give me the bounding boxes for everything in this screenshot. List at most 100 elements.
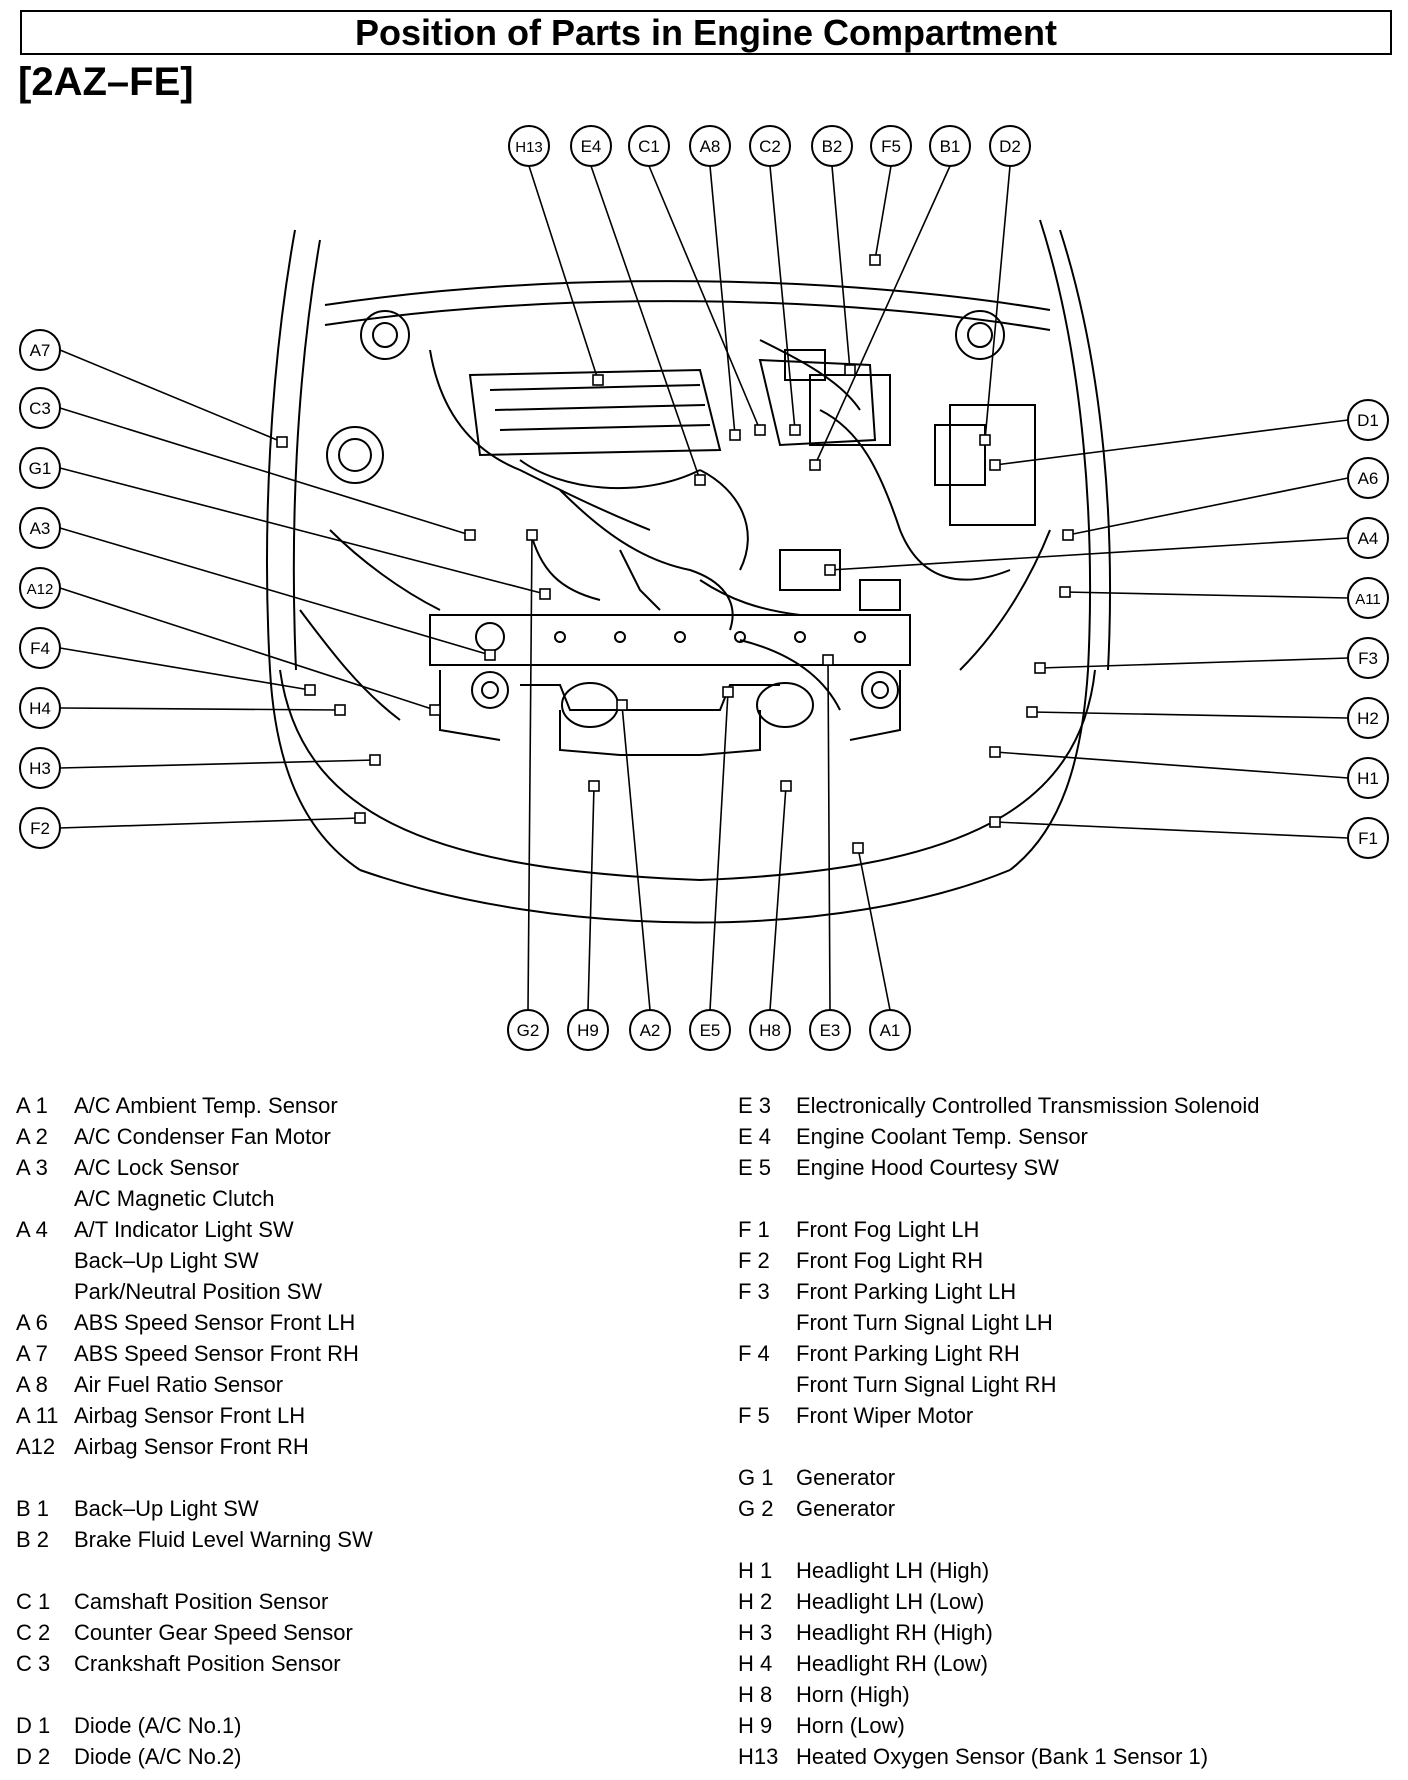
callout-a6: A6 [1347, 457, 1389, 499]
legend-description: Front Parking Light LH [796, 1279, 1017, 1304]
callout-label: D1 [1357, 411, 1379, 430]
legend-description: Front Fog Light LH [796, 1217, 980, 1242]
legend-description: Front Fog Light RH [796, 1248, 984, 1273]
callout-circle [749, 125, 791, 167]
legend-item: D 1 Diode (A/C No.1) [16, 1710, 706, 1741]
callout-f4: F4 [19, 627, 61, 669]
callout-label: E5 [700, 1021, 721, 1040]
legend-description: Diode (A/C No.1) [74, 1713, 242, 1738]
leader-line [709, 165, 736, 436]
legend-code: H 8 [738, 1682, 773, 1707]
callout-a2: A2 [629, 1009, 671, 1051]
leader-line [1039, 657, 1349, 669]
legend-code: A12 [16, 1434, 56, 1459]
connector-marker [979, 434, 991, 446]
callout-label: E3 [820, 1021, 841, 1040]
connector-marker [989, 816, 1001, 828]
connector-marker [616, 699, 628, 711]
leader-line [59, 707, 341, 711]
callout-b1: B1 [929, 125, 971, 167]
connector-marker [354, 812, 366, 824]
connector-marker [729, 429, 741, 441]
legend-code: H 2 [738, 1589, 773, 1614]
callout-h13: H13 [508, 125, 550, 167]
legend-item: A12 Airbag Sensor Front RH [16, 1431, 706, 1462]
engine-drawing [266, 219, 1112, 924]
leader-line [648, 165, 761, 431]
leader-line [827, 659, 831, 1011]
legend-description: Front Turn Signal Light LH [796, 1310, 1053, 1335]
legend-code: A 1 [16, 1093, 48, 1118]
callout-circle [929, 125, 971, 167]
connector-marker [789, 424, 801, 436]
legend-gap [16, 1462, 706, 1493]
legend-item: Park/Neutral Position SW [16, 1276, 706, 1307]
legend-description: Front Parking Light RH [796, 1341, 1020, 1366]
callout-h2: H2 [1347, 697, 1389, 739]
legend-description: ABS Speed Sensor Front LH [74, 1310, 356, 1335]
callout-circle [19, 747, 61, 789]
legend-description: Generator [796, 1465, 896, 1490]
callout-label: C3 [29, 399, 51, 418]
callout-e4: E4 [570, 125, 612, 167]
callout-label: B2 [822, 137, 843, 156]
leader-line [59, 647, 311, 691]
callout-e5: E5 [689, 1009, 731, 1051]
callout-h1: H1 [1347, 757, 1389, 799]
callout-circle [1347, 637, 1389, 679]
leader-line [621, 704, 651, 1011]
leader-line [994, 751, 1349, 779]
leader-line [528, 165, 599, 381]
legend-code: A 8 [16, 1372, 48, 1397]
callout-f3: F3 [1347, 637, 1389, 679]
leader-line [590, 165, 701, 481]
callout-label: A7 [30, 341, 51, 360]
leader-line [994, 419, 1349, 466]
legend-code: F 1 [738, 1217, 770, 1242]
legend-description: Headlight RH (Low) [796, 1651, 988, 1676]
legend-item: Front Turn Signal Light RH [738, 1369, 1398, 1400]
connector-marker [694, 474, 706, 486]
connector-marker [464, 529, 476, 541]
legend-code: F 5 [738, 1403, 770, 1428]
callout-c1: C1 [628, 125, 670, 167]
callout-label: C1 [638, 137, 660, 156]
callout-circle [19, 567, 61, 609]
callout-circle [628, 125, 670, 167]
callout-label: F4 [30, 639, 50, 658]
callout-label: A8 [700, 137, 721, 156]
callout-circle [869, 1009, 911, 1051]
callout-f2: F2 [19, 807, 61, 849]
connector-marker [822, 654, 834, 666]
legend-description: Diode (A/C No.2) [74, 1744, 242, 1769]
engine-code-subtitle: [2AZ–FE] [18, 60, 194, 104]
legend-code: E 5 [738, 1155, 772, 1180]
legend-code: B 2 [16, 1527, 50, 1552]
callout-circle [809, 1009, 851, 1051]
leader-line [769, 165, 796, 431]
callout-label: H8 [759, 1021, 781, 1040]
connector-marker [304, 684, 316, 696]
callout-circle [629, 1009, 671, 1051]
legend-description: Airbag Sensor Front LH [74, 1403, 306, 1428]
legend-description: Back–Up Light SW [74, 1496, 259, 1521]
leader-line [59, 407, 471, 536]
legend-code: G 2 [738, 1496, 774, 1521]
connector-marker [722, 686, 734, 698]
legend-code: E 3 [738, 1093, 772, 1118]
callout-label: F5 [881, 137, 901, 156]
callout-circle [19, 329, 61, 371]
legend-description: Airbag Sensor Front RH [74, 1434, 309, 1459]
legend-code: D 1 [16, 1713, 51, 1738]
callout-circle [689, 125, 731, 167]
callout-circle [19, 507, 61, 549]
